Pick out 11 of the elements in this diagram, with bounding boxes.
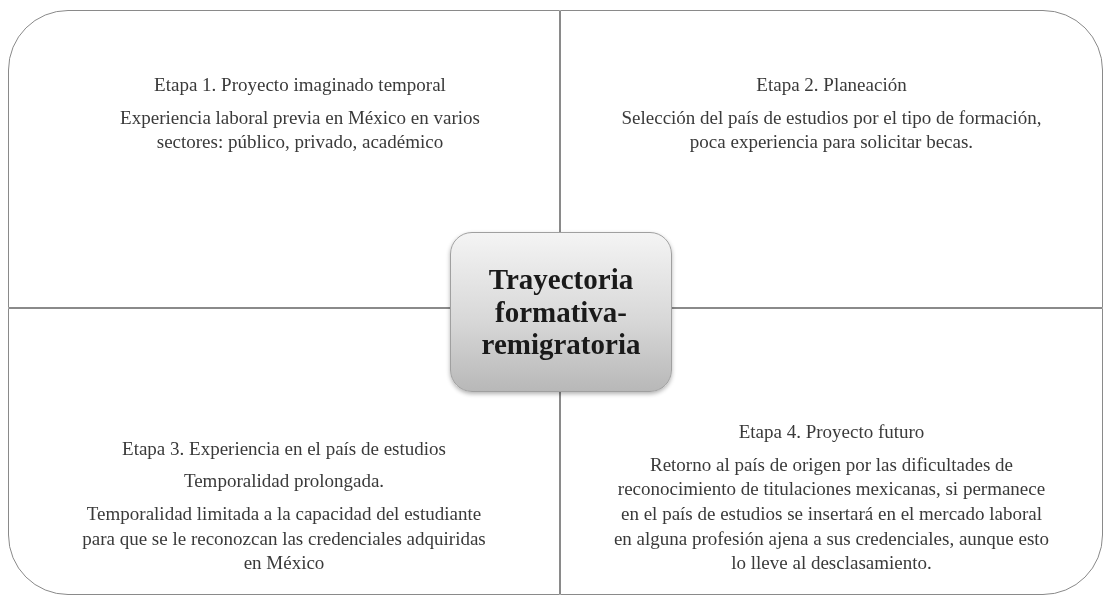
stage-description: Selección del país de estudios por el tipo de formación, poca experiencia para solicitar becas.: [620, 105, 1043, 155]
stage-description: Temporalidad limitada a la capacidad del estudiante para que se le reconozcan las credenciales adquiridas en México: [81, 501, 487, 576]
stage-heading: Etapa 4. Proyecto futuro: [737, 419, 926, 444]
center-title: Trayectoria formativa-remigratoria: [480, 263, 642, 361]
stage-heading: Etapa 3. Experiencia en el país de estudios: [121, 436, 447, 461]
stage-heading: Etapa 2. Planeación: [755, 73, 908, 97]
stage-description: Temporalidad prolongada.: [182, 469, 386, 494]
stage-heading: Etapa 1. Proyecto imaginado temporal: [153, 73, 447, 97]
stage-description: Experiencia laboral previa en México en varios sectores: público, privado, académico: [119, 105, 481, 155]
stage-description: Retorno al país de origen por las dificultades de reconocimiento de titulaciones mexicanas, si permanece en el país de estudios se insertará en el mercado laboral en alguna profesión ajena a sus credenciales, aunque esto lo lleve al desclasamiento.: [612, 452, 1051, 576]
center-box: [450, 232, 672, 392]
